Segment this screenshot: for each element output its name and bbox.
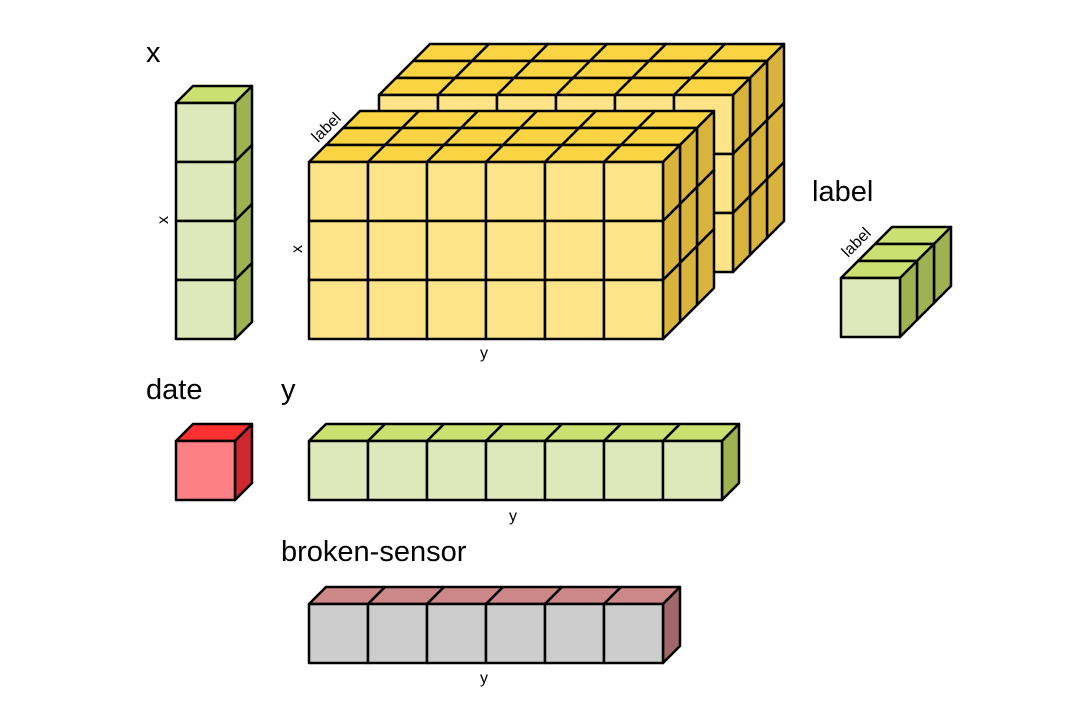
broken-sensor-cube-front: [307, 602, 370, 665]
y-cube-front: [366, 439, 429, 502]
broken-sensor-cube-front: [425, 602, 488, 665]
broken-sensor-cube-front: [543, 602, 606, 665]
date-cube-front: [174, 439, 237, 502]
broken-sensor-cube-front: [366, 602, 429, 665]
data-front-cube-front: [602, 219, 665, 282]
y-cube-front: [602, 439, 665, 502]
data-front-cube-front: [484, 278, 547, 341]
label-cube-front: [839, 276, 902, 339]
broken-sensor-array: [307, 585, 682, 665]
x-array-dim-label: x: [155, 216, 172, 224]
data-array-3d-front-layer: [307, 109, 716, 341]
data-front-cube-front: [425, 219, 488, 282]
data-front-cube-front: [543, 278, 606, 341]
data-front-cube-front: [307, 278, 370, 341]
x-coordinate-array: [174, 84, 254, 341]
label-coordinate-array: [839, 225, 953, 339]
data-front-cube-front: [543, 219, 606, 282]
broken-sensor-dim-label: y: [480, 670, 488, 687]
data-array-x-dim: x: [289, 245, 306, 253]
label-array-title: label: [812, 176, 873, 208]
data-front-cube-front: [307, 219, 370, 282]
data-front-cube-front: [307, 160, 370, 223]
data-front-cube-front: [425, 160, 488, 223]
data-array-y-dim: y: [480, 345, 488, 362]
data-front-cube-front: [484, 219, 547, 282]
data-front-cube-front: [484, 160, 547, 223]
data-front-cube-front: [425, 278, 488, 341]
y-cube-front: [661, 439, 724, 502]
x-cube-front: [174, 160, 237, 223]
y-cube-front: [543, 439, 606, 502]
broken-sensor-cube-front: [602, 602, 665, 665]
data-front-cube-front: [366, 278, 429, 341]
data-front-cube-front: [366, 160, 429, 223]
x-array-title: x: [146, 37, 161, 69]
y-coordinate-array: [307, 422, 741, 502]
x-cube-front: [174, 219, 237, 282]
y-array-title: y: [281, 374, 296, 406]
y-array-dim-label: y: [509, 508, 517, 525]
date-array-title: date: [146, 374, 202, 406]
data-front-cube-front: [602, 160, 665, 223]
y-cube-front: [307, 439, 370, 502]
date-scalar-array: [174, 422, 254, 502]
y-cube-front: [425, 439, 488, 502]
broken-sensor-array-title: broken-sensor: [281, 536, 467, 568]
data-front-cube-front: [366, 219, 429, 282]
data-front-cube-front: [602, 278, 665, 341]
x-cube-front: [174, 101, 237, 164]
x-cube-front: [174, 278, 237, 341]
data-front-cube-front: [543, 160, 606, 223]
y-cube-front: [484, 439, 547, 502]
broken-sensor-cube-front: [484, 602, 547, 665]
